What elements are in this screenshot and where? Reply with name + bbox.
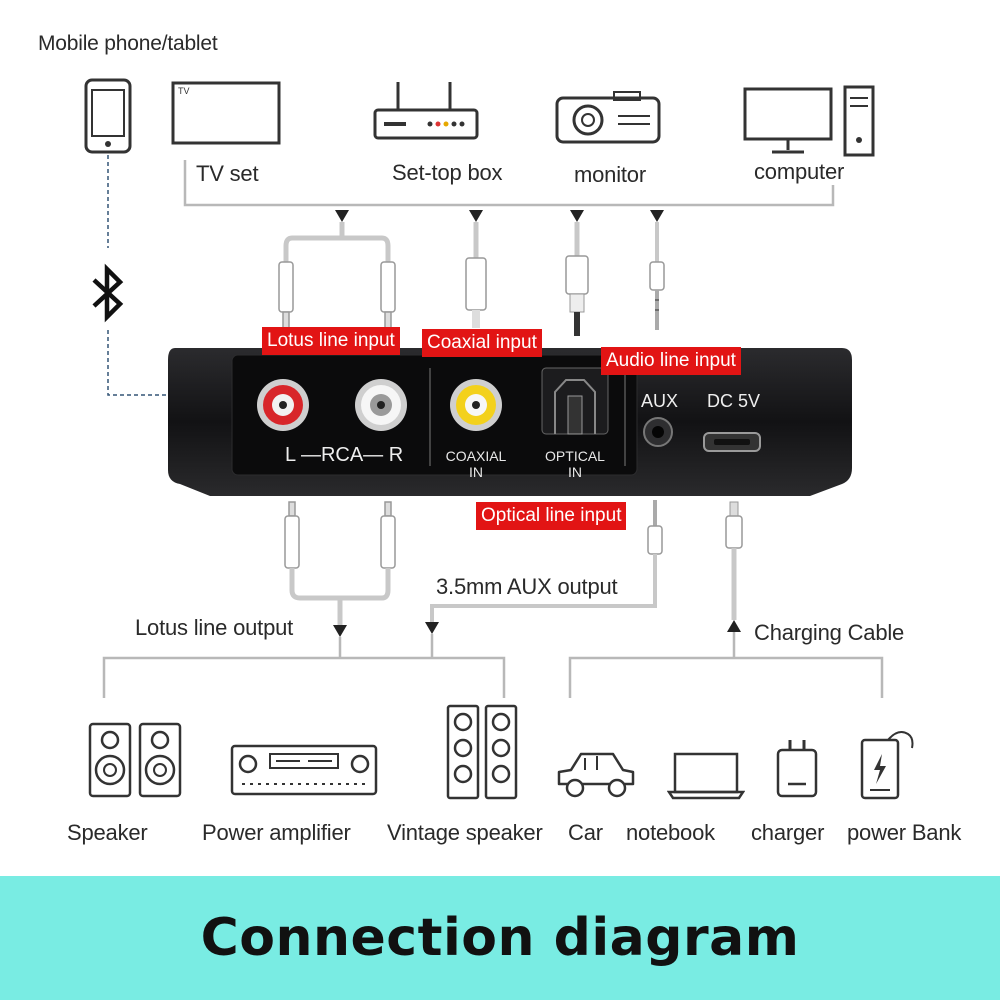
dc-port-label: DC 5V <box>707 391 761 411</box>
tv-label: TV set <box>196 161 259 186</box>
power-bank-label: power Bank <box>847 820 962 845</box>
mobile-label: Mobile phone/tablet <box>38 32 218 55</box>
tv-screen-label: TV <box>178 86 190 96</box>
car-icon <box>557 752 635 798</box>
optical-port-label: OPTICAL IN <box>537 448 613 480</box>
optical-input-tag: Optical line input <box>476 502 627 530</box>
lotus-output-label: Lotus line output <box>135 615 294 640</box>
connection-diagram: TV Mobile phone/tablet TV set Set-top <box>38 32 962 845</box>
rca-port-label: L —RCA— R <box>285 444 404 466</box>
amplifier-icon <box>230 744 378 796</box>
monitor-icon <box>743 87 833 154</box>
aux-output-label: 3.5mm AUX output <box>436 574 618 599</box>
amplifier-label: Power amplifier <box>202 820 351 845</box>
source-bracket <box>183 160 835 207</box>
pc-tower-icon <box>843 85 875 157</box>
banner-title: Connection diagram <box>200 908 800 968</box>
notebook-icon <box>667 752 745 800</box>
monitor-label: monitor <box>574 162 646 187</box>
optical-port-text: OPTICAL <box>545 448 605 464</box>
vintage-speaker-label: Vintage speaker <box>387 820 543 845</box>
computer-label: computer <box>754 159 845 184</box>
rca-out-plugs <box>284 501 396 569</box>
charging-cable-label: Charging Cable <box>754 620 905 645</box>
car-label: Car <box>568 820 603 845</box>
rca-in-plugs <box>278 261 396 329</box>
lotus-input-tag: Lotus line input <box>262 327 400 355</box>
speaker-label: Speaker <box>67 820 148 845</box>
projector-icon <box>555 91 661 144</box>
bluetooth-receiver-device <box>168 348 852 496</box>
coaxial-port-in: IN <box>469 464 483 480</box>
diagram-lines <box>102 155 884 698</box>
coaxial-port-label: COAXIAL IN <box>438 448 514 480</box>
aux-port-label: AUX <box>641 391 679 411</box>
coaxial-port-text: COAXIAL <box>445 448 507 464</box>
charger-icon <box>776 740 818 798</box>
bluetooth-icon <box>92 263 124 323</box>
optical-port-in: IN <box>568 464 582 480</box>
router-icon <box>373 82 479 140</box>
settop-label: Set-top box <box>392 160 503 185</box>
title-banner: Connection diagram <box>0 876 1000 1000</box>
vintage-speaker-icon <box>446 704 518 800</box>
input-arrows <box>335 210 664 222</box>
power-bank-icon <box>860 731 914 800</box>
speaker-icon <box>88 722 182 798</box>
phone-icon <box>84 78 132 154</box>
coaxial-input-tag: Coaxial input <box>422 329 542 357</box>
charger-label: charger <box>751 820 825 845</box>
audio-input-tag: Audio line input <box>601 347 741 375</box>
tv-icon: TV <box>171 81 281 145</box>
notebook-label: notebook <box>626 820 715 845</box>
